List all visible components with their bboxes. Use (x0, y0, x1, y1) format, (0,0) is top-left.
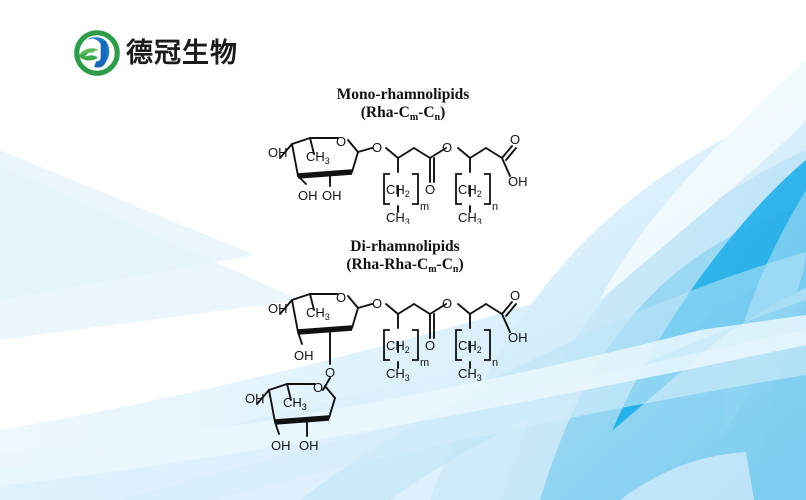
atom-label-oh3: OH (322, 188, 342, 203)
di-subscript-m: m (420, 357, 429, 369)
bg-streak-bottomleft (0, 315, 806, 486)
atom-label-ch3: CH3 (306, 149, 330, 166)
brand-name: 德冠生物 (126, 37, 238, 69)
deguan-biotech-emblem-icon (74, 30, 120, 76)
di-bot-oh2: OH (271, 438, 291, 453)
di-ch2-n: CH2 (458, 338, 482, 355)
di-bot-o-ring: O (313, 380, 323, 395)
mono-title-line2: (Rha-Cm-Cn) (360, 104, 446, 124)
di-rhamnolipid-structure: OH CH3 O OH O OH CH3 O OH OH O O O O OH … (245, 288, 528, 453)
brand-logo: 德冠生物 (74, 30, 238, 76)
atom-label-o-carbonyl2: O (510, 132, 520, 147)
di-ch3-m: CH3 (386, 366, 410, 383)
di-top-ch3: CH3 (306, 305, 330, 322)
di-ch3-n: CH3 (458, 366, 482, 383)
atom-label-o-carbonyl1: O (425, 182, 435, 197)
subscript-m: m (420, 201, 429, 213)
atom-label-oh: OH (268, 145, 288, 160)
atom-label-ch3-n: CH3 (458, 210, 482, 224)
atom-label-o-ester: O (442, 140, 452, 155)
atom-label-o-ring: O (336, 134, 346, 149)
bg-notch (620, 452, 754, 500)
di-o-ester: O (442, 296, 452, 311)
atom-label-ch2-n: CH2 (458, 182, 482, 199)
di-top-oh1: OH (268, 301, 288, 316)
atom-label-oh2: OH (298, 188, 318, 203)
di-ch2-m: CH2 (386, 338, 410, 355)
atom-label-ch2-m: CH2 (386, 182, 410, 199)
di-title-line1: Di-rhamnolipids (350, 238, 460, 255)
di-bot-oh3: OH (299, 438, 319, 453)
di-bot-oh1: OH (245, 391, 265, 406)
di-oh-acid: OH (508, 330, 528, 345)
bg-band-left2 (0, 165, 300, 340)
di-link-o: O (325, 365, 335, 380)
di-o-carbonyl2: O (510, 288, 520, 303)
atom-label-oh-acid: OH (508, 174, 528, 189)
di-subscript-n: n (492, 357, 498, 369)
di-o-carbonyl1: O (425, 338, 435, 353)
atom-label-o-glyco: O (372, 140, 382, 155)
mono-rhamnolipids-title: Mono-rhamnolipids (Rha-Cm-Cn) (253, 86, 553, 124)
di-rhamnolipids-title: Di-rhamnolipids (Rha-Rha-Cm-Cn) (255, 238, 555, 276)
di-top-oh2: OH (294, 348, 314, 363)
di-top-o-ring: O (336, 290, 346, 305)
atom-label-ch3-m: CH3 (386, 210, 410, 224)
di-bot-ch3: CH3 (283, 395, 307, 412)
subscript-n: n (492, 201, 498, 213)
di-title-line2: (Rha-Rha-Cm-Cn) (346, 256, 464, 276)
bg-topright-wash (600, 60, 806, 300)
mono-title-line1: Mono-rhamnolipids (336, 86, 470, 103)
mono-rhamnolipid-structure: OH CH3 O OH OH O O O O OH CH2 m CH3 CH2 … (268, 132, 528, 224)
di-o-glyco: O (372, 296, 382, 311)
